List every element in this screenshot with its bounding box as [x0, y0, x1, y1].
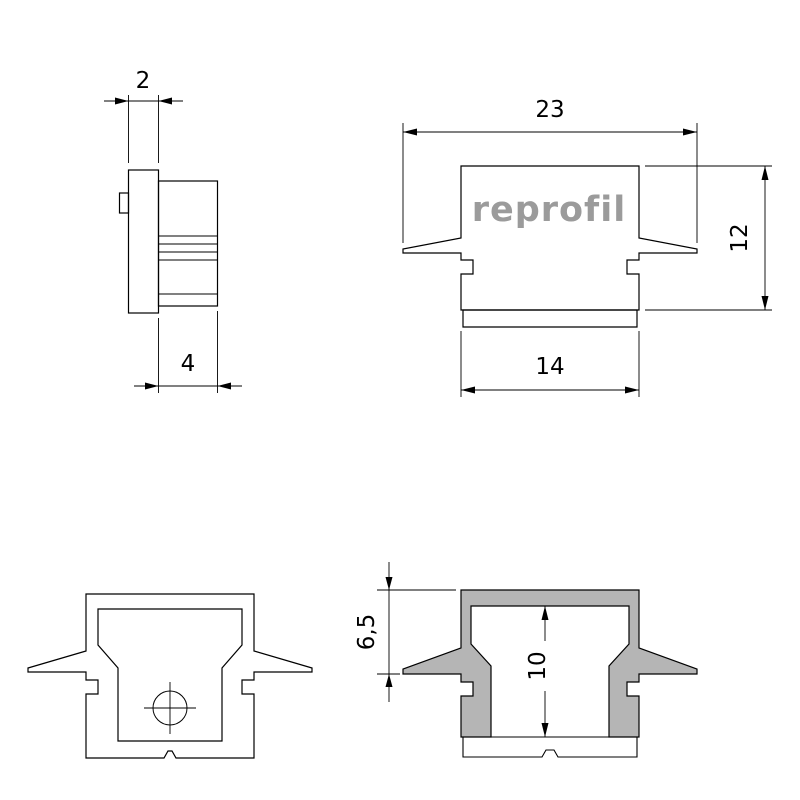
front-view: reprofil 23 12 — [402, 97, 772, 397]
dimension-body-depth: 4 — [134, 311, 242, 393]
dim-overall-width-label: 23 — [535, 97, 564, 123]
dimension-height: 12 — [645, 165, 772, 311]
dimension-body-width: 14 — [460, 331, 640, 397]
front-view-bottom-lip — [462, 309, 638, 328]
dim-body-depth-label: 4 — [181, 351, 196, 377]
arrowhead — [217, 382, 231, 390]
logo-text: reprofil — [472, 190, 627, 230]
rear-outline-view — [27, 593, 313, 759]
side-view-face-plate — [127, 169, 160, 314]
dim-inner-height-label: 10 — [525, 651, 551, 680]
arrowhead — [625, 386, 639, 394]
arrowhead — [385, 674, 393, 687]
dimension-overall-width: 23 — [402, 97, 698, 243]
arrowhead — [145, 382, 159, 390]
dimension-inner-height: 10 — [525, 606, 551, 737]
section-profile-material — [402, 589, 698, 738]
dim-body-width-label: 14 — [535, 354, 564, 380]
dim-plate-thickness-label: 2 — [136, 68, 151, 94]
arrowhead — [761, 296, 769, 310]
arrowhead — [385, 577, 393, 590]
side-view-front-lug — [118, 192, 130, 214]
arrowhead — [158, 97, 172, 105]
arrowhead — [541, 723, 549, 737]
dimension-plate-thickness: 2 — [104, 68, 183, 163]
side-view: 2 4 — [104, 68, 242, 393]
outline-view-inner-channel — [97, 608, 243, 742]
side-view-body-segment-lines — [158, 235, 218, 295]
dimension-recess-height: 6,5 — [354, 562, 456, 702]
front-view-cap-outline — [402, 165, 698, 311]
cross-section-view: 6,5 10 — [354, 562, 698, 758]
arrowhead — [683, 128, 697, 136]
dim-recess-height-label: 6,5 — [354, 614, 380, 651]
arrowhead — [461, 386, 475, 394]
outline-view-outer-contour — [27, 593, 313, 759]
screw-hole — [144, 682, 196, 734]
arrowhead — [403, 128, 417, 136]
dim-height-label: 12 — [727, 223, 753, 252]
arrowhead — [115, 97, 129, 105]
arrowhead — [761, 166, 769, 180]
arrowhead — [541, 606, 549, 620]
section-cap-lip — [462, 736, 638, 758]
